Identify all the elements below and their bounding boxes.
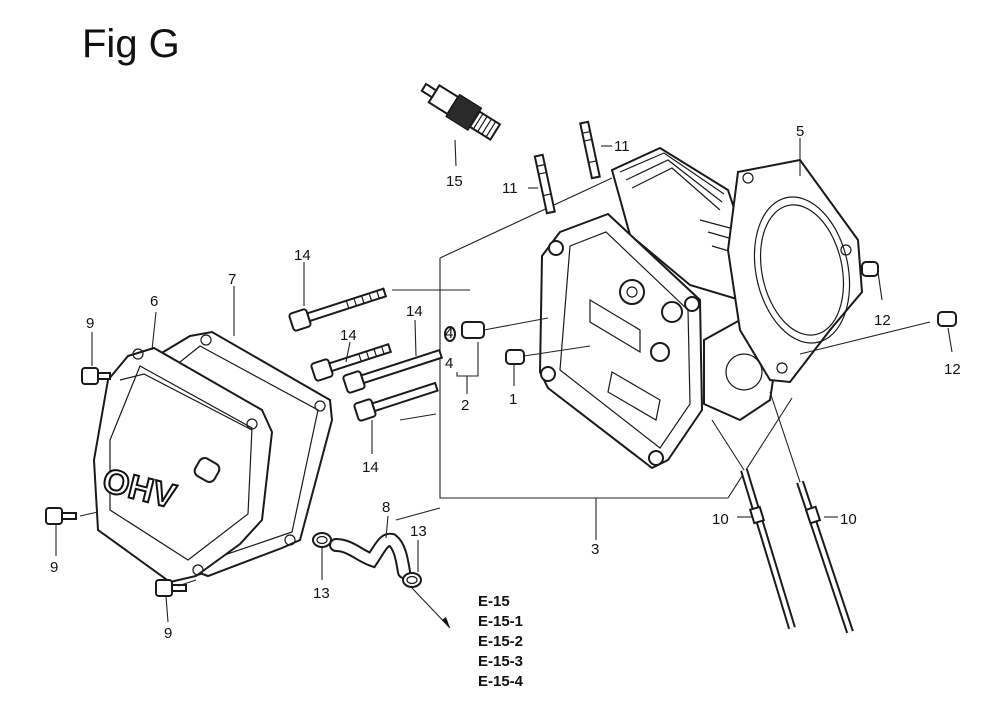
reference-e15-1: E-15-1 — [478, 613, 523, 630]
reference-e15-3: E-15-3 — [478, 653, 523, 670]
callout-7: 7 — [228, 271, 236, 288]
cover-bolt-9-left — [45, 507, 77, 525]
figure-title: Fig G — [82, 22, 180, 66]
stud-bolt-11-rear — [579, 120, 601, 180]
callout-5: 5 — [796, 123, 804, 140]
callout-8: 8 — [382, 499, 390, 516]
tube-clamp-13-right — [402, 572, 422, 588]
breather-tube — [329, 532, 411, 579]
callout-14-b: 14 — [340, 327, 357, 344]
cylinder-head — [538, 146, 778, 470]
dowel-pin-12-upper — [861, 261, 879, 277]
stud-bolt-10-left — [740, 468, 796, 630]
cover-bolt-9-bottom — [155, 579, 187, 597]
callout-13-b: 13 — [410, 523, 427, 540]
stud-bolt-10-right — [796, 480, 854, 634]
flange-bolt-14-short — [310, 342, 393, 382]
cover-bolt-9-top — [81, 367, 111, 385]
spark-plug — [420, 82, 502, 141]
stud-bolt-11-front — [533, 153, 556, 215]
flange-bolt-14-long — [288, 287, 388, 332]
callout-10-a: 10 — [712, 511, 729, 528]
callout-9-c: 9 — [164, 625, 172, 642]
callout-9-b: 9 — [50, 559, 58, 576]
callout-4-b: 4 — [445, 355, 453, 372]
reference-e15-4: E-15-4 — [478, 673, 524, 690]
callout-1: 1 — [509, 391, 517, 408]
callout-14-c: 14 — [406, 303, 423, 320]
flange-bolt-14-mid — [342, 348, 444, 394]
flange-bolt-14-low — [353, 381, 439, 422]
callout-15: 15 — [446, 173, 463, 190]
dowel-pin-12-lower — [937, 311, 957, 327]
callout-11-a: 11 — [614, 138, 630, 155]
callout-2: 2 — [461, 397, 469, 414]
callout-12-b: 12 — [944, 361, 961, 378]
collar-4-a — [461, 321, 485, 339]
callout-11-b: 11 — [502, 180, 518, 197]
callout-4-a: 4 — [445, 325, 453, 342]
callout-14-a: 14 — [294, 247, 311, 264]
callout-13-a: 13 — [313, 585, 330, 602]
callout-14-d: 14 — [362, 459, 379, 476]
callout-6: 6 — [150, 293, 158, 310]
tube-clamp-13-left — [312, 532, 332, 548]
callout-9-a: 9 — [86, 315, 94, 332]
head-cover — [92, 346, 274, 584]
valve-stem-seal-1 — [505, 349, 525, 365]
callout-12-a: 12 — [874, 312, 891, 329]
reference-e15: E-15 — [478, 593, 510, 610]
callout-10-b: 10 — [840, 511, 857, 528]
collar-4-b — [444, 326, 456, 342]
reference-e15-2: E-15-2 — [478, 633, 523, 650]
cylinder-head-group-outline — [439, 177, 793, 540]
head-gasket — [726, 158, 864, 384]
callout-3: 3 — [591, 541, 599, 558]
